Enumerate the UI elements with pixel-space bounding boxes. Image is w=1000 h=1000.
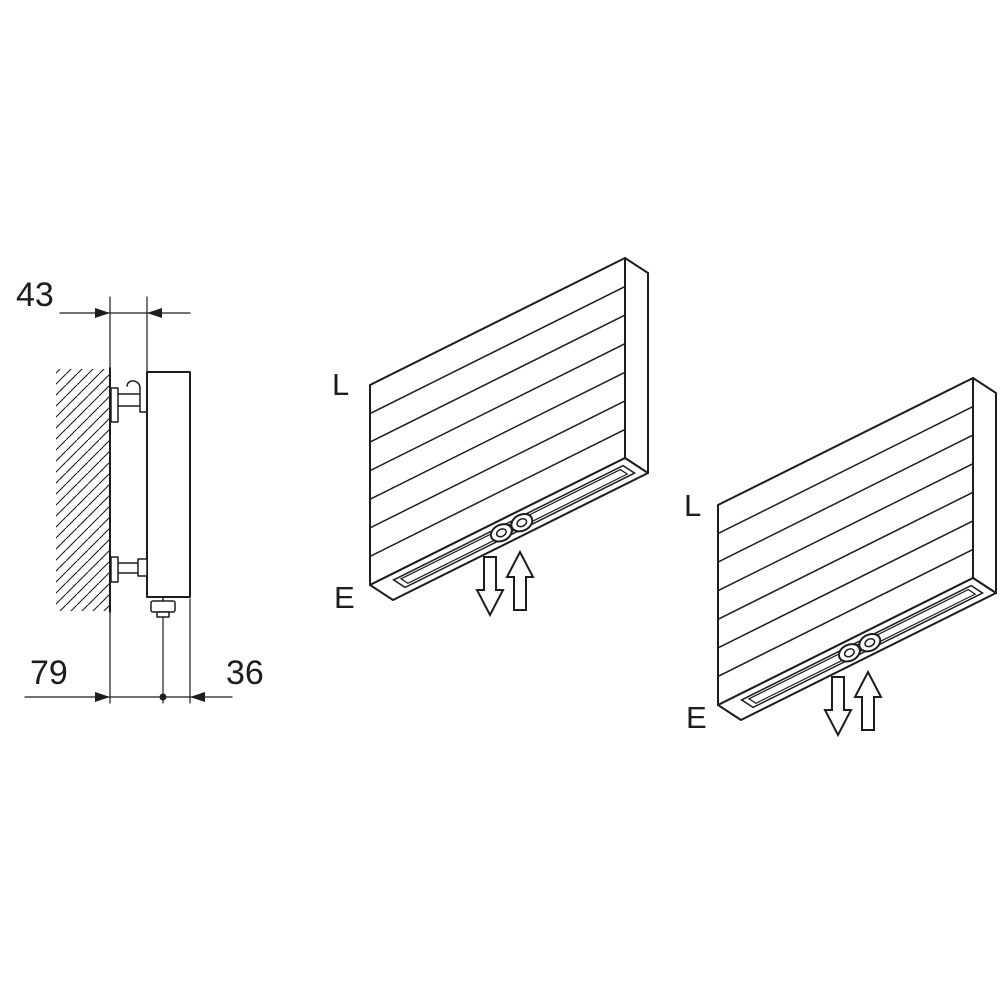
wall-hatching — [56, 369, 110, 611]
bracket-clip — [137, 558, 148, 577]
valve-nut — [156, 611, 170, 618]
radiator-side-profile — [146, 371, 191, 598]
dimension-arrow-icon — [147, 308, 162, 318]
bracket-arm — [117, 387, 148, 413]
bracket-wall-plate — [110, 387, 119, 423]
valve-body — [150, 600, 176, 613]
iso-view-left: L E — [332, 257, 649, 616]
dimension-arrow-icon — [190, 692, 205, 702]
iso-view-right: L E — [684, 377, 997, 736]
bracket-hook — [126, 380, 141, 389]
dimension-point — [159, 693, 167, 701]
dimension-43: 43 — [16, 276, 191, 372]
connection-label-e: E — [334, 580, 355, 615]
dimension-36-label: 36 — [226, 654, 264, 692]
bracket-wall-plate — [110, 556, 119, 583]
wall-bracket-bottom — [110, 556, 148, 583]
wall-bracket-top — [110, 380, 148, 423]
side-view: 43 79 36 — [16, 276, 264, 704]
connection-label-e: E — [686, 700, 707, 735]
connection-label-l: L — [332, 367, 349, 402]
dimension-79-label: 79 — [30, 654, 68, 692]
dimension-79-36: 79 36 — [24, 598, 264, 704]
dimension-43-label: 43 — [16, 276, 54, 314]
connection-label-l: L — [684, 488, 701, 523]
dimension-arrow-icon — [95, 308, 110, 318]
dimension-arrow-icon — [95, 692, 110, 702]
